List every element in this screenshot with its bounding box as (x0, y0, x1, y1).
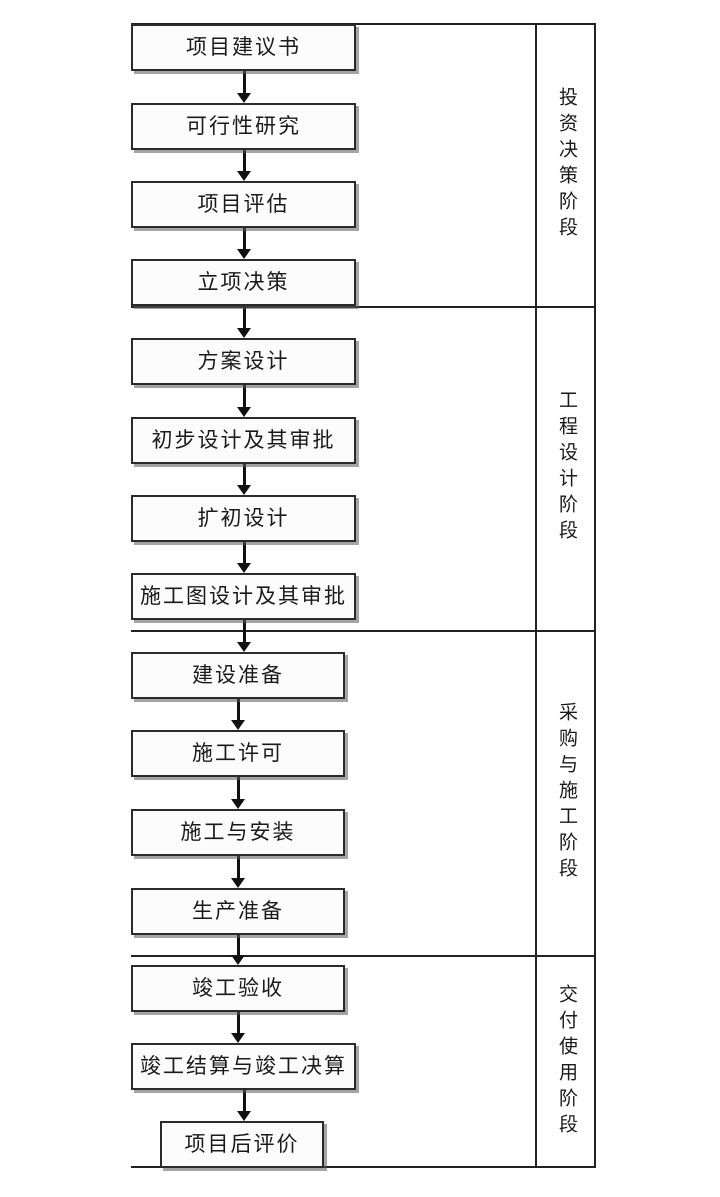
arrow-head-icon (231, 1033, 245, 1043)
table-frame (131, 23, 596, 1168)
phase-column-divider (535, 23, 537, 1168)
process-node[interactable]: 施工许可 (131, 730, 345, 777)
arrow-head-icon (237, 171, 251, 181)
process-node[interactable]: 竣工验收 (131, 965, 345, 1012)
phase-label: 工程设计阶段 (556, 390, 577, 546)
phase-cell: 采购与施工阶段 (537, 630, 596, 955)
arrow-shaft (237, 856, 240, 879)
flow-arrow (237, 542, 251, 573)
process-node[interactable]: 初步设计及其审批 (131, 417, 356, 464)
process-node-label: 可行性研究 (186, 114, 301, 138)
process-node-label: 项目评估 (197, 192, 290, 216)
phase-row-divider-1 (131, 306, 596, 308)
arrow-head-icon (237, 642, 251, 652)
arrow-shaft (237, 699, 240, 721)
arrow-head-icon (237, 249, 251, 259)
process-node-label: 竣工验收 (192, 976, 284, 1000)
arrow-head-icon (231, 955, 245, 965)
flow-arrow (237, 1090, 251, 1121)
arrow-head-icon (237, 1111, 251, 1121)
flow-arrow (231, 1012, 245, 1043)
arrow-shaft (243, 306, 246, 329)
process-node[interactable]: 建设准备 (131, 652, 345, 699)
process-node[interactable]: 扩初设计 (131, 495, 356, 542)
phase-label: 投资决策阶段 (556, 86, 577, 243)
process-node[interactable]: 项目后评价 (160, 1121, 324, 1168)
arrow-head-icon (237, 563, 251, 573)
arrow-shaft (243, 464, 246, 486)
process-node[interactable]: 施工图设计及其审批 (131, 573, 356, 620)
process-node-label: 竣工结算与竣工决算 (140, 1054, 347, 1078)
process-node[interactable]: 项目评估 (131, 181, 356, 228)
process-node-label: 项目后评价 (184, 1132, 300, 1156)
phase-row-divider-3 (131, 955, 596, 957)
flow-arrow (237, 464, 251, 495)
process-node[interactable]: 可行性研究 (131, 103, 356, 150)
process-node-label: 初步设计及其审批 (151, 428, 336, 452)
process-node-label: 立项决策 (197, 270, 290, 294)
process-node[interactable]: 施工与安装 (131, 809, 345, 856)
process-node[interactable]: 立项决策 (131, 259, 356, 306)
arrow-shaft (243, 542, 246, 564)
arrow-shaft (237, 1012, 240, 1034)
flow-arrow (231, 777, 245, 809)
process-node-label: 建设准备 (192, 663, 284, 687)
process-node[interactable]: 竣工结算与竣工决算 (131, 1043, 356, 1090)
phase-cell: 投资决策阶段 (537, 23, 596, 306)
flow-arrow (231, 856, 245, 888)
arrow-head-icon (231, 878, 245, 888)
phase-cell: 工程设计阶段 (537, 306, 596, 630)
arrow-head-icon (231, 720, 245, 730)
arrow-shaft (243, 385, 246, 408)
process-node-label: 施工图设计及其审批 (140, 584, 347, 608)
process-node-label: 施工许可 (192, 741, 284, 765)
flow-arrow (237, 620, 251, 652)
process-node[interactable]: 方案设计 (131, 338, 356, 385)
process-node-label: 施工与安装 (180, 820, 296, 844)
process-node-label: 扩初设计 (197, 506, 290, 530)
arrow-shaft (237, 935, 240, 956)
arrow-head-icon (237, 485, 251, 495)
phase-cell: 交付使用阶段 (537, 955, 596, 1168)
arrow-head-icon (237, 407, 251, 417)
phase-label: 交付使用阶段 (556, 983, 577, 1140)
phase-row-divider-2 (131, 630, 596, 632)
arrow-shaft (243, 620, 246, 643)
flow-arrow (237, 228, 251, 259)
process-node[interactable]: 项目建议书 (131, 24, 356, 71)
flow-arrow (231, 935, 245, 965)
process-node-label: 方案设计 (197, 349, 290, 373)
arrow-head-icon (237, 93, 251, 103)
flow-arrow (237, 71, 251, 103)
flow-arrow (237, 306, 251, 338)
arrow-shaft (243, 1090, 246, 1112)
arrow-head-icon (231, 799, 245, 809)
flow-arrow (237, 150, 251, 181)
flow-arrow (231, 699, 245, 730)
arrow-shaft (237, 777, 240, 800)
arrow-shaft (243, 228, 246, 250)
phase-label: 采购与施工阶段 (556, 701, 577, 884)
arrow-shaft (243, 71, 246, 94)
flow-arrow (237, 385, 251, 417)
arrow-head-icon (237, 328, 251, 338)
arrow-shaft (243, 150, 246, 172)
process-node[interactable]: 生产准备 (131, 888, 345, 935)
process-node-label: 生产准备 (192, 899, 284, 923)
process-node-label: 项目建议书 (186, 35, 301, 59)
